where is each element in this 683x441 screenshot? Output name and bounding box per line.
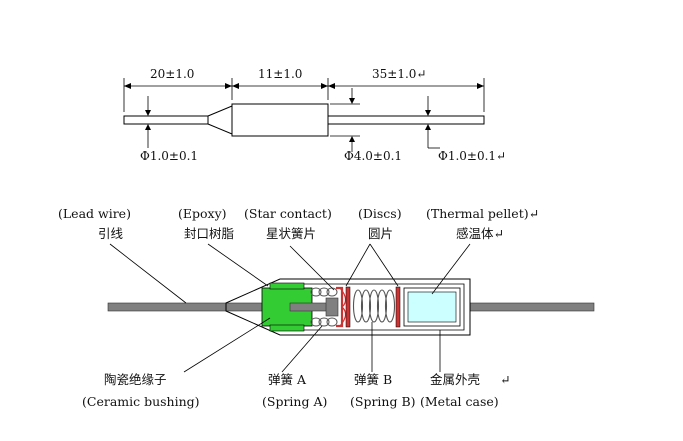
label-star-contact-cn: 星状簧片 [266, 226, 316, 241]
spring-b [352, 289, 396, 323]
label-spring-a-en: (Spring A) [262, 394, 327, 409]
label-ceramic-en: (Ceramic bushing) [82, 394, 200, 409]
label-epoxy-en: (Epoxy) [178, 206, 227, 221]
label-discs-en: (Discs) [358, 206, 402, 221]
disc-right [395, 286, 401, 328]
label-spring-b-en: (Spring B) [350, 394, 416, 409]
body-taper-outline [207, 105, 233, 135]
thermal-pellet [403, 287, 461, 327]
label-metal-case-cn: 金属外壳 [430, 372, 480, 387]
left-lead-wire [107, 302, 269, 312]
dim-left-diameter: Φ1.0±0.1 [140, 149, 198, 163]
top-labels: (Lead wire) 引线 (Epoxy) 封口树脂 (Star contac… [58, 206, 539, 241]
label-thermal-pellet-en: (Thermal pellet)↵ [426, 206, 539, 221]
return-mark-icon: ↵ [500, 372, 510, 387]
bottom-labels: 陶瓷绝缘子 (Ceramic bushing) 弹簧 A (Spring A) … [82, 372, 510, 409]
dim-right-diameter: Φ1.0±0.1↵ [438, 149, 506, 163]
dim-left-length: 20±1.0 [150, 67, 194, 81]
label-star-contact-en: (Star contact) [244, 206, 332, 221]
spring-a [310, 287, 338, 327]
right-lead-outline [327, 115, 485, 125]
label-spring-b-cn: 弹簧 B [354, 372, 392, 387]
label-metal-case-en: (Metal case) [420, 394, 499, 409]
body-outline [231, 103, 329, 137]
dim-body-diameter: Φ4.0±0.1 [344, 149, 402, 163]
dim-mid-length: 11±1.0 [258, 67, 302, 81]
label-epoxy-cn: 封口树脂 [184, 226, 234, 241]
top-leaders [109, 243, 471, 304]
bottom-leaders [183, 317, 441, 373]
right-lead-wire [469, 302, 595, 312]
label-spring-a-cn: 弹簧 A [268, 372, 307, 387]
label-lead-wire-en: (Lead wire) [58, 206, 131, 221]
label-thermal-pellet-cn: 感温体↵ [456, 226, 504, 241]
cross-section [107, 243, 595, 373]
metal-case [225, 278, 471, 336]
metal-case-inner [290, 283, 465, 331]
label-lead-wire-cn: 引线 [98, 226, 124, 241]
label-discs-cn: 圆片 [368, 226, 393, 241]
label-ceramic-cn: 陶瓷绝缘子 [104, 372, 167, 387]
left-lead-outline [123, 115, 209, 125]
dim-right-length: 35±1.0↵ [372, 67, 426, 81]
disc-left [345, 286, 351, 328]
outline-drawing: 20±1.0 11±1.0 35±1.0↵ Φ1.0±0.1 Φ4.0±0.1 … [123, 67, 506, 163]
